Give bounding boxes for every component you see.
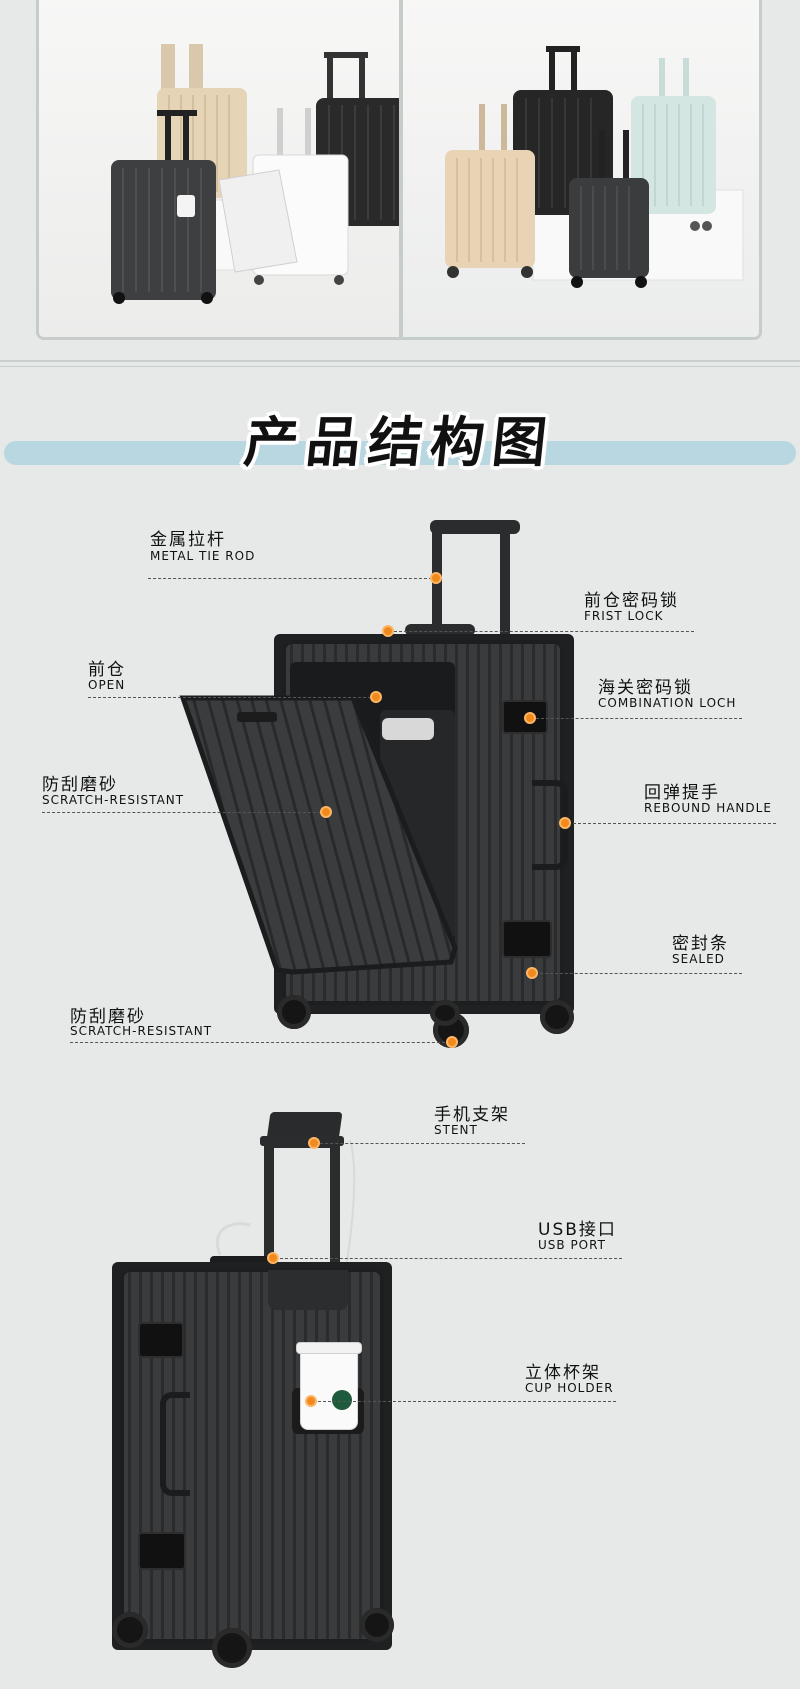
wheel (212, 1628, 252, 1668)
wheel (112, 1612, 148, 1648)
wheel (360, 1608, 394, 1642)
combination-lock-top (138, 1322, 184, 1358)
callout-leader-line (536, 718, 742, 719)
wheel (430, 1000, 460, 1026)
callout-label-cn: 防刮磨砂 (70, 1007, 146, 1027)
photo-divider (399, 0, 403, 337)
top-handle (405, 624, 475, 636)
combination-lock-bottom (138, 1532, 186, 1570)
callout-label-en: METAL TIE ROD (150, 549, 256, 563)
callout-leader-line (88, 697, 376, 698)
callout-dot (305, 1395, 317, 1407)
callout-label-cn: 回弹提手 (644, 783, 720, 803)
callout-label-en: USB PORT (538, 1238, 606, 1252)
combination-lock-bottom (502, 920, 552, 958)
callout-dot (526, 967, 538, 979)
callout-label-cn: 前仓 (88, 660, 126, 680)
callout-dot (430, 572, 442, 584)
callout-label-en: OPEN (88, 678, 126, 692)
callout-dot (370, 691, 382, 703)
callout-label-en: CUP HOLDER (525, 1381, 614, 1395)
front-lid (179, 695, 458, 975)
section-separator (0, 366, 800, 367)
callout-label-cn: 海关密码锁 (598, 678, 693, 698)
callout-label-cn: 手机支架 (434, 1105, 510, 1125)
callout-dot (524, 712, 536, 724)
product-photo-left (39, 0, 399, 337)
coffee-cup (300, 1346, 358, 1430)
callout-label-en: REBOUND HANDLE (644, 801, 772, 815)
callout-label-cn: 密封条 (672, 934, 729, 954)
callout-leader-line (394, 631, 694, 632)
telescopic-handle-grip (430, 520, 520, 534)
callout-leader-line (70, 1042, 450, 1043)
callout-dot (382, 625, 394, 637)
callout-leader-line (280, 1258, 622, 1259)
product-photo-right (403, 0, 759, 337)
callout-label-en: SCRATCH-RESISTANT (70, 1024, 213, 1038)
callout-label-en: FRIST LOCK (584, 609, 664, 623)
telescopic-handle-right (330, 1140, 340, 1290)
callout-label-cn: 金属拉杆 (150, 530, 226, 550)
callout-label-en: SEALED (672, 952, 725, 966)
callout-label-en: COMBINATION LOCH (598, 696, 737, 710)
telescopic-handle-right (500, 528, 510, 638)
callout-dot (559, 817, 571, 829)
callout-dot (308, 1137, 320, 1149)
callout-leader-line (42, 812, 326, 813)
callout-leader-line (318, 1401, 616, 1402)
callout-dot (446, 1036, 458, 1048)
title-band (4, 441, 796, 465)
callout-leader-line (540, 973, 742, 974)
callout-dot (267, 1252, 279, 1264)
wheel (540, 1000, 574, 1034)
luggage-group-photo-left (111, 44, 399, 304)
callout-leader-line (148, 578, 432, 579)
interior-item (382, 718, 434, 740)
callout-leader-line (568, 823, 776, 824)
wheel (277, 995, 311, 1029)
cup-logo (332, 1390, 352, 1410)
callout-label-en: SCRATCH-RESISTANT (42, 793, 185, 807)
callout-label-cn: 前仓密码锁 (584, 591, 679, 611)
side-handle (160, 1392, 190, 1496)
cup-lid (296, 1342, 362, 1354)
telescopic-handle-grip (260, 1136, 344, 1146)
luggage-group-photo-right (445, 46, 744, 288)
callout-label-cn: 立体杯架 (525, 1363, 601, 1383)
telescopic-handle-left (264, 1140, 274, 1290)
callout-label-cn: 防刮磨砂 (42, 775, 118, 795)
callout-label-en: STENT (434, 1123, 478, 1137)
section-title: 产品结构图 (241, 411, 558, 474)
callout-label-cn: USB接口 (538, 1220, 617, 1240)
product-photo-frame (36, 0, 762, 340)
callout-dot (320, 806, 332, 818)
section-separator (0, 360, 800, 362)
handle-recess (268, 1270, 348, 1310)
callout-leader-line (320, 1143, 525, 1144)
